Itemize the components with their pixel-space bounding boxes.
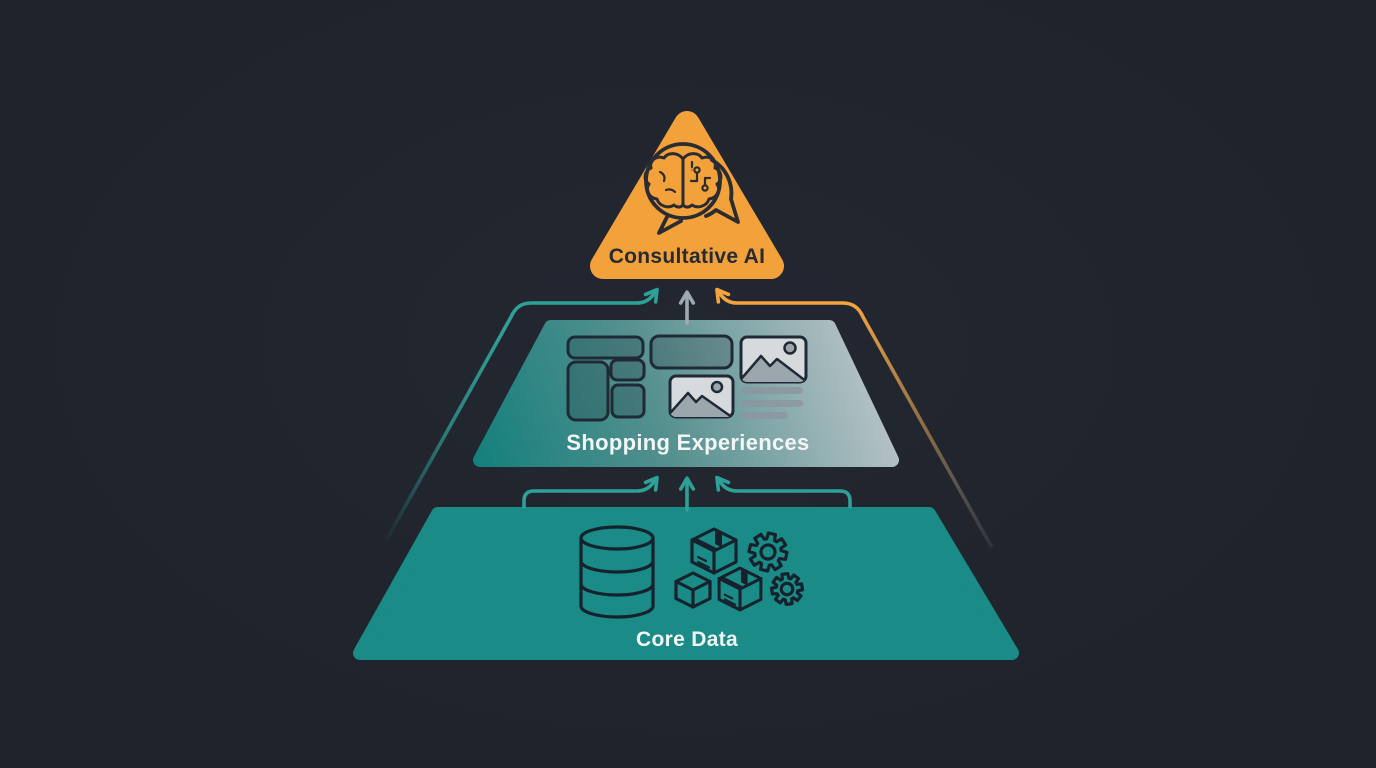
image-placeholder-icon xyxy=(739,335,808,384)
database-icon xyxy=(579,525,655,619)
brain-chat-icon xyxy=(643,142,740,235)
text-lines-icon xyxy=(741,387,803,419)
connectors-middle-to-top xyxy=(381,287,993,548)
image-placeholder-icon xyxy=(668,374,735,419)
tier-core-data: Core Data xyxy=(353,507,1019,660)
tier-label-consultative-ai: Consultative AI xyxy=(609,245,766,268)
up-arrow-right xyxy=(715,475,852,509)
up-arrow-left xyxy=(522,475,659,509)
tier-consultative-ai: Consultative AI xyxy=(590,111,784,279)
tier-shopping-experiences: Shopping Experiences xyxy=(473,320,899,467)
connectors-bottom-to-middle xyxy=(522,475,852,512)
storefront-wireframe-icon xyxy=(566,334,808,422)
up-arrow-left-teal xyxy=(381,287,659,548)
tier-label-core-data: Core Data xyxy=(636,628,738,651)
core-data-trapezoid xyxy=(353,507,1019,660)
up-arrow-right-orange xyxy=(715,287,993,548)
consultative-triangle xyxy=(590,111,784,279)
tier-label-shopping-experiences: Shopping Experiences xyxy=(566,430,809,455)
